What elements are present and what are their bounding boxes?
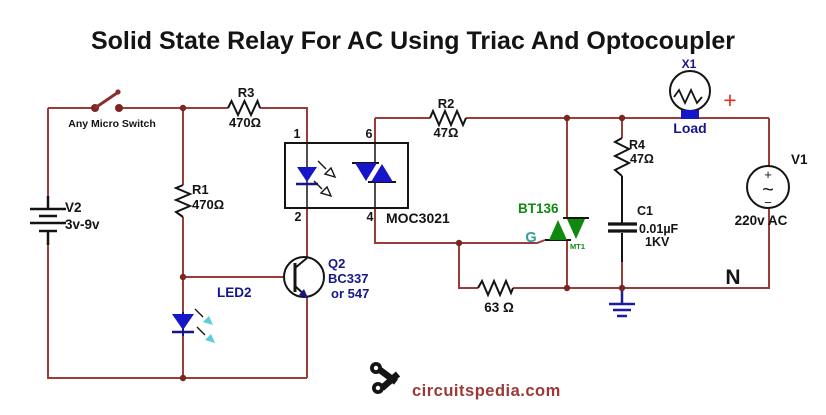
opto-triac-symbol	[352, 143, 396, 208]
battery-ref: V2	[65, 200, 82, 215]
ground-icon	[609, 288, 635, 318]
lamp-ref: X1	[682, 57, 697, 71]
neutral-label: N	[725, 266, 740, 289]
capacitor-c1-symbol	[608, 176, 637, 262]
r4-ref: R4	[629, 138, 645, 152]
q2-ref: Q2	[328, 256, 345, 271]
q2-part: BC337	[328, 271, 368, 286]
resistor-r1-symbol	[173, 184, 193, 218]
ac-source-v1-symbol	[746, 165, 790, 209]
wires	[47, 107, 770, 379]
source-plus: +	[764, 167, 772, 182]
opto-pin2-label: 2	[295, 210, 302, 224]
r3-value: 470Ω	[229, 115, 261, 130]
switch-lever-tip	[115, 89, 121, 95]
switch-terminal-right	[115, 104, 123, 112]
switch-lever	[94, 91, 118, 110]
line-plus-sign: +	[723, 87, 736, 113]
r2-value: 47Ω	[434, 125, 459, 140]
opto-part-label: MOC3021	[386, 210, 450, 226]
wire-bottom-ac	[513, 208, 770, 289]
r4-value: 47Ω	[630, 152, 654, 166]
resistor-r4-symbol	[612, 137, 632, 177]
resistor-r2-symbol	[429, 108, 467, 128]
junction-dots	[179, 104, 626, 382]
r2-ref: R2	[438, 96, 455, 111]
r3-ref: R3	[238, 85, 255, 100]
opto-pin4-label: 4	[367, 210, 374, 224]
c1-ref: C1	[637, 204, 653, 218]
wire-gate	[459, 239, 546, 244]
opto-pin1-label: 1	[294, 127, 301, 141]
load-label: Load	[673, 120, 706, 136]
battery-value: 3v-9v	[65, 217, 100, 232]
wire-63-left	[458, 243, 478, 289]
transistor-q2-symbol	[283, 256, 325, 298]
led-light-arrow-icon	[205, 334, 215, 343]
opto-led-symbol	[296, 143, 318, 208]
opto-pin6-label: 6	[366, 127, 373, 141]
led2-ref: LED2	[217, 285, 252, 300]
c1-value: 0.01µF	[639, 222, 679, 236]
page-title: Solid State Relay For AC Using Triac And…	[91, 27, 735, 55]
wire-bottom-dc	[47, 245, 307, 379]
battery-symbol	[30, 196, 66, 245]
c1-rating: 1KV	[645, 235, 670, 249]
r1-ref: R1	[192, 182, 209, 197]
lamp-base	[681, 110, 699, 119]
opto-light-arrows-icon	[313, 160, 337, 198]
lamp-x1-symbol	[669, 70, 711, 119]
resistor-63-symbol	[477, 278, 514, 298]
source-value: 220v AC	[735, 213, 788, 228]
r63-value: 63 Ω	[484, 300, 514, 315]
r1-value: 470Ω	[192, 197, 224, 212]
q2-alt: or 547	[331, 286, 369, 301]
led2-symbol	[172, 308, 215, 343]
micro-switch[interactable]	[91, 89, 123, 112]
triac-ref: BT136	[518, 201, 559, 216]
led-light-arrow-icon	[203, 316, 213, 325]
emitter-arrow-icon	[299, 289, 308, 298]
source-sine: ~	[762, 179, 774, 201]
triac-gate-label: G	[525, 230, 536, 246]
source-ref: V1	[791, 152, 808, 167]
brand-text: circuitspedia.com	[412, 382, 561, 400]
switch-label: Any Micro Switch	[68, 118, 156, 130]
triac-bt136-symbol	[545, 217, 589, 241]
resistor-r3-symbol	[227, 98, 261, 118]
source-minus: −	[764, 195, 772, 210]
wire-r3-to-pin1	[260, 107, 308, 143]
circuitspedia-logo-icon	[370, 362, 401, 394]
wire-pin4	[374, 208, 459, 244]
triac-mt1-label: MT1	[570, 242, 585, 251]
